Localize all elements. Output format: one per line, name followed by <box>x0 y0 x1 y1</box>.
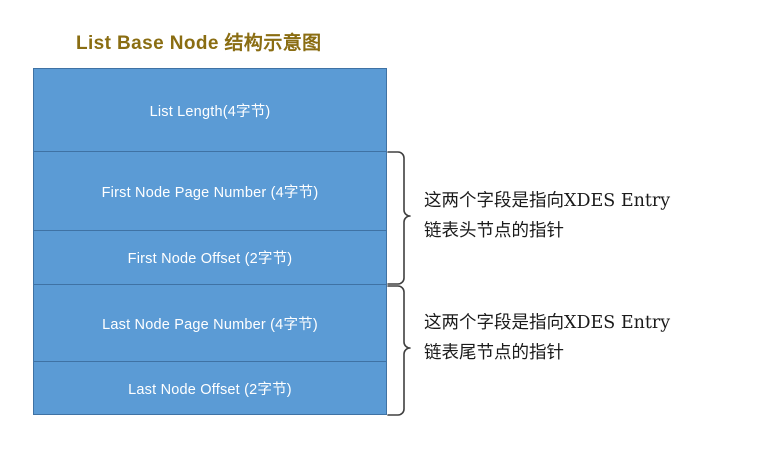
annotation-line-2: 链表尾节点的指针 <box>424 343 564 363</box>
struct-row-label: Last Node Offset (2字节) <box>128 381 292 398</box>
struct-row-last-node-page-number: Last Node Page Number (4字节) <box>34 285 386 362</box>
struct-row-last-node-offset: Last Node Offset (2字节) <box>34 362 386 414</box>
annotation-line-2: 链表头节点的指针 <box>424 221 564 241</box>
struct-row-first-node-offset: First Node Offset (2字节) <box>34 231 386 285</box>
annotation-head-pointer: 这两个字段是指向XDES Entry 链表头节点的指针 <box>424 186 670 246</box>
struct-row-label: First Node Page Number (4字节) <box>101 184 319 201</box>
page-title: List Base Node 结构示意图 <box>76 33 322 54</box>
struct-table: List Length(4字节) First Node Page Number … <box>33 68 387 415</box>
annotation-tail-pointer: 这两个字段是指向XDES Entry 链表尾节点的指针 <box>424 308 670 368</box>
annotation-line-1: 这两个字段是指向XDES Entry <box>424 313 671 333</box>
annotation-line-1: 这两个字段是指向XDES Entry <box>424 191 671 211</box>
brace-tail-connector-icon <box>387 284 411 417</box>
struct-row-label: Last Node Page Number (4字节) <box>102 316 318 333</box>
struct-row-list-length: List Length(4字节) <box>34 69 386 152</box>
struct-row-label: List Length(4字节) <box>149 103 271 120</box>
struct-row-first-node-page-number: First Node Page Number (4字节) <box>34 152 386 231</box>
struct-row-label: First Node Offset (2字节) <box>127 251 293 267</box>
brace-head-connector-icon <box>387 150 411 286</box>
